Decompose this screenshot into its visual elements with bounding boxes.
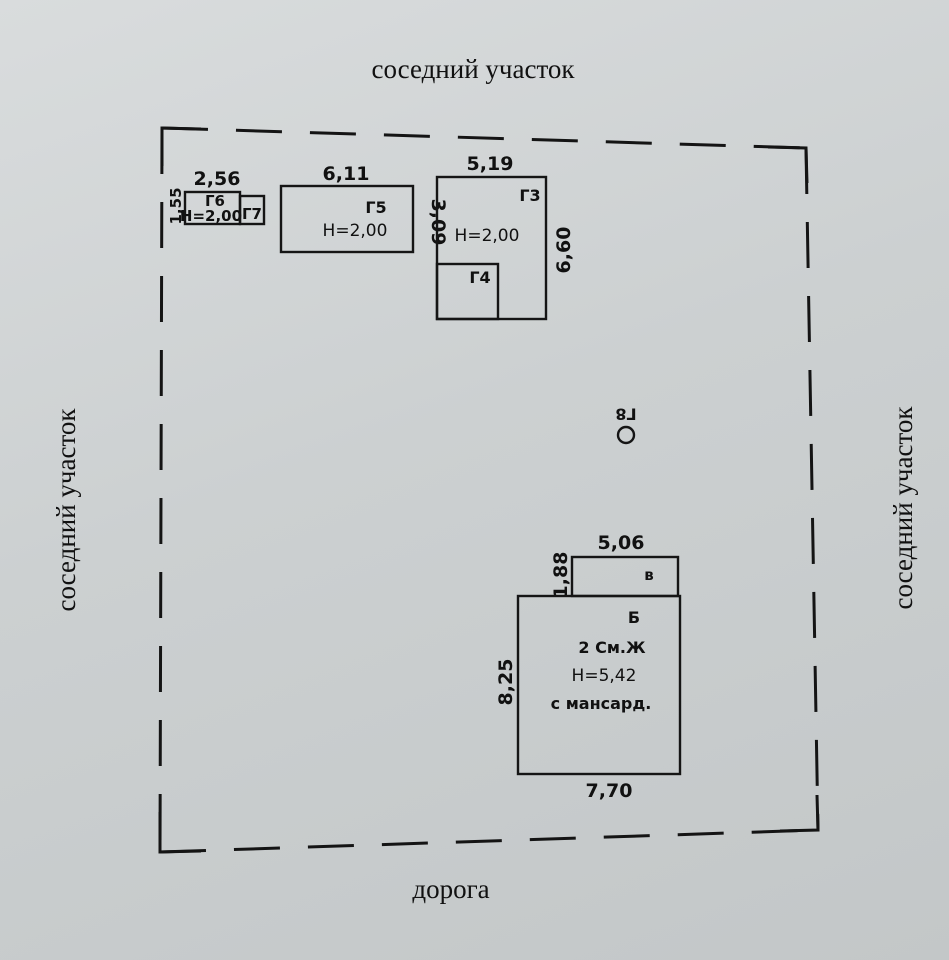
building-g5: 6,11 3,09 Г5 Н=2,00 [279, 163, 449, 254]
height-g6: Н=2,00 [180, 207, 242, 225]
boundary-left [158, 127, 164, 853]
label-right-neighbor: соседний участок [888, 406, 918, 610]
boundary-bottom [159, 828, 819, 854]
outline-porch [570, 555, 680, 598]
name-g6: Г6 [205, 192, 225, 210]
label-bottom-road: дорога [412, 874, 489, 904]
outline-g5 [279, 184, 415, 254]
outline-house [516, 594, 682, 776]
name-g3: Г3 [519, 186, 540, 205]
name-g5: Г5 [365, 198, 386, 217]
dim-porch-width: 5,06 [598, 532, 645, 554]
name-porch: в [644, 566, 654, 584]
house-note: с мансард. [551, 694, 652, 713]
dim-house-depth: 8,25 [495, 659, 517, 706]
house-floors: 2 См.Ж [578, 638, 646, 657]
corner-top-left [160, 126, 202, 166]
object-g8: Г8 [615, 405, 637, 445]
name-g7: Г7 [242, 205, 262, 223]
building-g6: 2,56 1,55 Г6 Н=2,00 [167, 168, 242, 226]
dim-g6-width: 2,56 [194, 168, 241, 190]
name-g8: Г8 [615, 405, 636, 424]
name-g4: Г4 [469, 268, 490, 287]
dim-house-width: 7,70 [586, 780, 633, 802]
name-house: Б [628, 608, 640, 627]
corner-bottom-right [779, 794, 820, 833]
dim-porch-depth: 1,88 [550, 552, 572, 599]
building-g4: Г4 [435, 262, 500, 321]
height-g3: Н=2,00 [455, 226, 520, 246]
building-g7: Г7 [238, 194, 266, 226]
dim-g6-depth: 1,55 [167, 187, 185, 224]
boundary-top [161, 126, 807, 150]
porch-v: 5,06 1,88 в [550, 532, 680, 599]
house-b: 7,70 8,25 Б 2 См.Ж Н=5,42 с мансард. [495, 594, 682, 802]
corner-bottom-left [158, 812, 202, 854]
circle-g8 [616, 425, 636, 445]
building-g3: 5,19 6,60 Г3 Н=2,00 [435, 153, 575, 321]
plot-boundary [158, 126, 820, 854]
label-left-neighbor: соседний участок [51, 408, 81, 612]
outline-g7 [238, 194, 266, 226]
house-height: Н=5,42 [572, 666, 637, 686]
dim-g3-depth: 6,60 [553, 227, 575, 274]
outline-g4 [435, 262, 500, 321]
dim-g5-width: 6,11 [323, 163, 370, 185]
height-g5: Н=2,00 [323, 221, 388, 241]
label-top-neighbor: соседний участок [371, 54, 575, 84]
corner-top-right [767, 145, 809, 184]
dim-g3-width: 5,19 [467, 153, 514, 175]
boundary-right [804, 147, 820, 831]
